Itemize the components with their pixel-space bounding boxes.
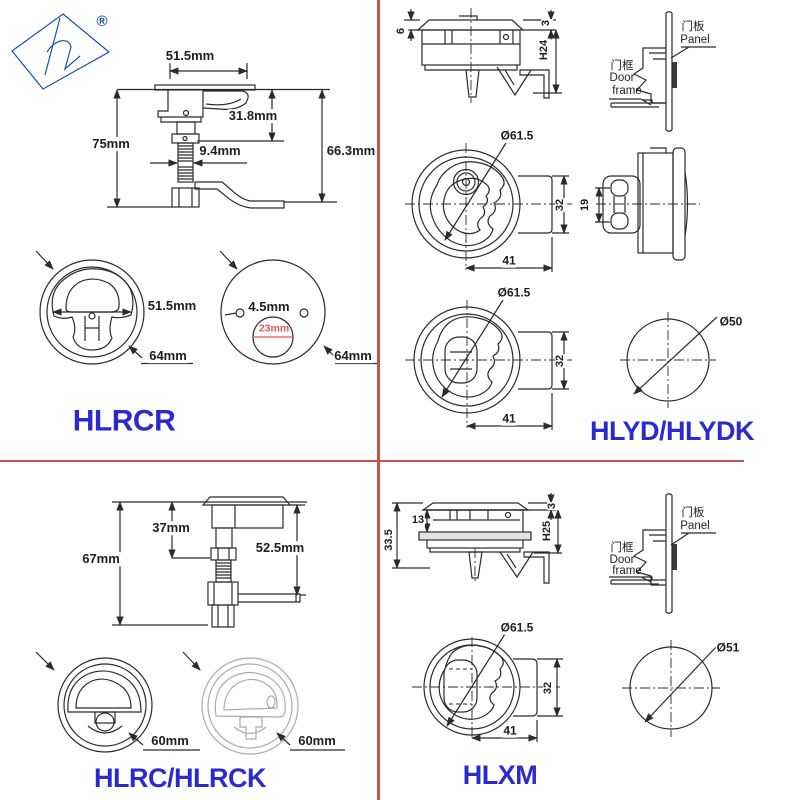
hlrcr-side-view	[107, 63, 337, 209]
dim-hlrcr-flange-back: 64mm	[333, 348, 373, 364]
dim-hlxm-face-dia: Ø61.5	[499, 620, 535, 635]
registered-mark: ®	[96, 13, 108, 31]
dim-hlyd-body-height: H24	[538, 38, 551, 62]
horizontal-divider	[0, 460, 744, 462]
dim-hlrc-flange-right: 60mm	[297, 733, 337, 749]
dim-hlxm-upper-depth: 13	[410, 514, 426, 527]
hlrc-front-view	[35, 651, 200, 753]
label-frame-en-1-2: Door	[609, 553, 635, 566]
hlyd-installation-view	[609, 11, 716, 132]
label-panel-cn: 门板	[681, 20, 705, 33]
dim-hlyd-depth-1: 32	[554, 197, 567, 213]
hlyd-drawing	[404, 8, 718, 430]
pointer-arrow	[182, 651, 201, 671]
dim-hlrcr-body-depth: 31.8mm	[227, 108, 279, 124]
product-label-hlrc: HLRC/HLRCK	[94, 762, 266, 793]
hlyd-front-view-2	[405, 299, 572, 430]
dim-hlyd-width-2: 41	[501, 411, 517, 426]
vertical-divider	[377, 0, 380, 800]
dim-hlyd-flange-height: 6	[395, 26, 408, 36]
dim-hlrcr-total-height: 75mm	[91, 136, 131, 152]
dim-hlyd-panel-thickness: 3	[540, 18, 553, 28]
hlyd-front-view-1	[405, 142, 572, 272]
pointer-arrow	[35, 250, 54, 270]
label-panel-en-2: Panel	[680, 519, 710, 532]
product-label-hlyd: HLYD/HLYDK	[589, 415, 755, 446]
hlxm-section-view	[392, 493, 562, 584]
hlrc-drawing	[35, 496, 345, 755]
dim-hlrc-upper-height: 37mm	[151, 520, 191, 536]
dim-hlxm-panel-thickness: 3	[546, 501, 559, 511]
dim-hlyd-cutout-dia: Ø50	[718, 314, 744, 329]
label-frame-en-2-2: frame	[612, 564, 642, 577]
dim-hlrcr-cutout: 23mm	[258, 322, 290, 335]
label-panel-cn-2: 门板	[681, 506, 705, 519]
hlyd-cutout-view	[620, 312, 718, 408]
dim-hlrcr-flange-front: 64mm	[148, 348, 188, 364]
label-panel-en: Panel	[680, 33, 710, 46]
hlxm-front-view	[412, 633, 563, 742]
hlxm-installation-view	[609, 493, 716, 614]
label-frame-en-2: frame	[612, 84, 642, 97]
dim-hlxm-depth: 32	[542, 680, 555, 696]
product-label-hlxm: HLXM	[462, 759, 538, 790]
hlyd-section-view	[404, 8, 562, 103]
dim-hlrcr-mount-hole: 4.5mm	[247, 299, 291, 315]
dim-hlrc-depth: 52.5mm	[254, 540, 306, 556]
dim-hlyd-depth-2: 32	[554, 353, 567, 369]
dim-hlrc-total-height: 67mm	[81, 551, 121, 567]
label-frame-en-1: Door	[609, 71, 635, 84]
hlrck-front-view	[182, 651, 345, 755]
dim-hlyd-hole-spacing: 19	[579, 197, 592, 213]
dim-hlxm-body-height: H25	[541, 519, 554, 543]
dim-hlrcr-handle-width: 51.5mm	[146, 298, 198, 314]
hlxm-cutout-view	[622, 640, 720, 737]
pointer-arrow	[35, 651, 55, 671]
hlrcr-back-view	[219, 250, 377, 365]
dim-hlyd-face-dia-2: Ø61.5	[496, 285, 532, 300]
hlyd-back-view	[595, 147, 700, 261]
dim-hlxm-total-depth: 33.5	[383, 528, 396, 552]
dim-hlxm-cutout-dia: Ø51	[715, 640, 741, 655]
dim-hlrcr-thread-dia: 9.4mm	[198, 143, 242, 159]
dim-hlyd-width-1: 41	[501, 253, 517, 268]
dim-hlrcr-top-width: 51.5mm	[164, 48, 216, 64]
hlrc-side-view	[112, 496, 307, 628]
dim-hlyd-face-dia-1: Ø61.5	[499, 128, 535, 143]
hlrcr-front-view	[35, 250, 193, 365]
hlxm-drawing	[392, 493, 720, 742]
hlrcr-drawing	[11, 13, 377, 365]
company-logo	[11, 13, 111, 90]
product-label-hlrcr: HLRCR	[72, 404, 176, 438]
dim-hlxm-width: 41	[502, 723, 518, 738]
label-frame-cn-2: 门框	[610, 541, 634, 554]
dim-hlrcr-overall-depth: 66.3mm	[325, 143, 377, 159]
pointer-arrow	[219, 250, 238, 270]
dim-hlrc-flange-left: 60mm	[150, 733, 190, 749]
label-frame-cn: 门框	[610, 59, 634, 72]
